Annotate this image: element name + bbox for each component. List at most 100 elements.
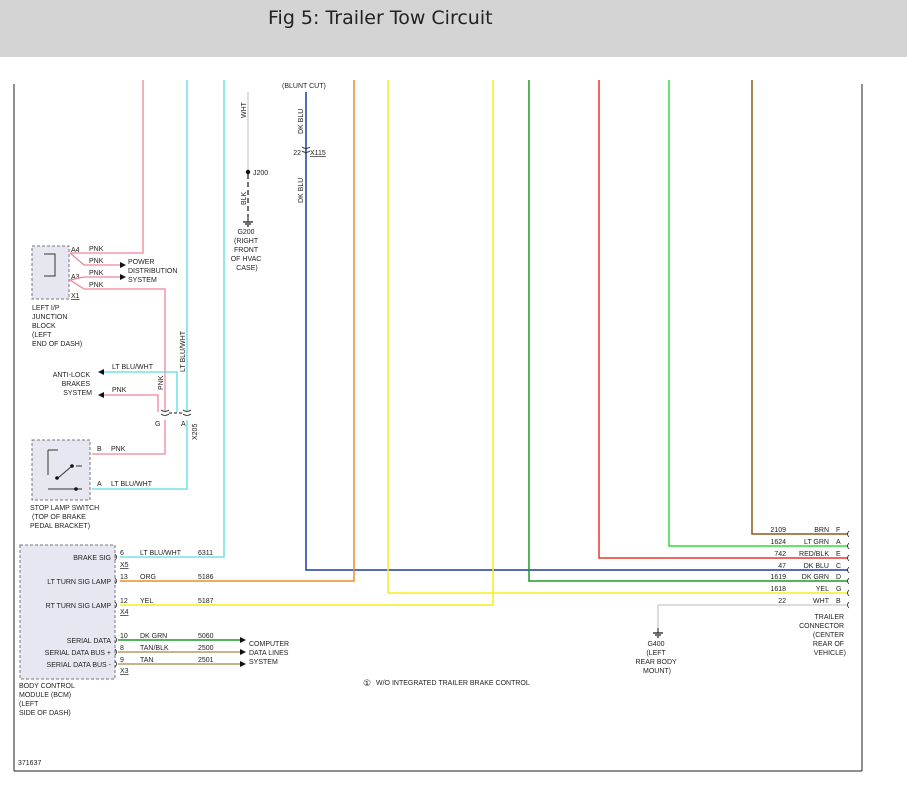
figure-id: 371637 <box>18 760 41 767</box>
trailer-circuit: 1619 <box>770 574 786 581</box>
bcm-signal-label: BRAKE SIG <box>73 555 111 562</box>
footnote-text: W/O INTEGRATED TRAILER BRAKE CONTROL <box>376 680 530 687</box>
pin-g: G <box>155 421 160 428</box>
wire-red-blk <box>598 80 848 559</box>
trailer-pin: C <box>836 563 841 570</box>
arrow-pds-2 <box>120 274 126 280</box>
pin-a4: A4 <box>71 247 80 254</box>
trailer-wire-color: BRN <box>814 527 829 534</box>
wire-yel-left <box>387 80 848 594</box>
switch-internal <box>47 449 82 490</box>
bcm-circuit: 2501 <box>198 657 214 664</box>
label-x115-pin: 22 <box>293 150 301 157</box>
pin-a3: A3 <box>71 274 80 281</box>
junction-block-internal <box>44 253 56 277</box>
trailer-pin: B <box>836 598 841 605</box>
trailer-wire-color: LT GRN <box>804 539 829 546</box>
bcm-pin-connector <box>114 553 117 561</box>
stop-lamp-switch <box>31 439 91 501</box>
bcm-signal-label: SERIAL DATA BUS + <box>45 650 111 657</box>
arrow-abs-1 <box>98 369 104 375</box>
wire-pnk-a3-down <box>69 279 166 412</box>
bcm-circuit: 5187 <box>198 598 214 605</box>
label-wht: WHT <box>241 101 248 118</box>
connector-x205-g <box>160 409 170 416</box>
wire-pnk-abs <box>104 394 159 412</box>
trailer-wire-color: DK GRN <box>802 574 829 581</box>
label-blk: BLK <box>241 191 248 205</box>
pin-b-stop: B <box>97 446 102 453</box>
trailer-pin-connector <box>847 601 850 609</box>
junction-block <box>31 245 70 300</box>
bcm-pin: 6 <box>120 550 124 557</box>
trailer-pin: G <box>836 586 841 593</box>
label-blunt-cut: (BLUNT CUT) <box>282 83 326 90</box>
bcm-circuit: 2500 <box>198 645 214 652</box>
wire-ltbluwht-stop-a <box>92 420 188 490</box>
header-bar <box>0 0 907 57</box>
wire-pnk-a4-up <box>70 80 144 254</box>
wire-wht-g400 <box>657 604 848 628</box>
bcm-wire-color: YEL <box>140 598 153 605</box>
label-vert-pnk: PNK <box>158 375 165 390</box>
bcm-pin-connector <box>114 577 117 585</box>
trailer-wire-color: RED/BLK <box>799 551 829 558</box>
arrow-abs-2 <box>98 392 104 398</box>
splice-j200 <box>245 169 251 175</box>
label-stop-lamp: STOP LAMP SWITCH (TOP OF BRAKE PEDAL BRA… <box>30 505 101 530</box>
trailer-pin: F <box>836 527 840 534</box>
bcm-circuit: 6311 <box>198 550 213 557</box>
abs-wire-2: PNK <box>112 387 127 394</box>
label-power-distribution: POWER DISTRIBUTION SYSTEM <box>128 259 179 284</box>
jb-wire-pnk-2: PNK <box>89 258 104 265</box>
wire-yel-right <box>120 80 494 606</box>
label-computer-data: COMPUTER DATA LINES SYSTEM <box>249 641 291 666</box>
trailer-pin-connector <box>847 589 850 597</box>
label-j200: J200 <box>253 170 268 177</box>
bcm-conn-x5: X5 <box>120 562 129 569</box>
bcm-signal-label: SERIAL DATA BUS - <box>47 662 112 669</box>
bcm-circuit: 5186 <box>198 574 214 581</box>
label-trailer-connector: TRAILER CONNECTOR (CENTER REAR OF VEHICL… <box>799 614 846 657</box>
label-x115: X115 <box>310 150 326 157</box>
page-title: Fig 5: Trailer Tow Circuit <box>268 7 493 29</box>
wire-lt-blu-wht-6311 <box>120 80 225 558</box>
bcm-box <box>19 544 116 680</box>
trailer-pin-connector <box>847 577 850 585</box>
trailer-pin: D <box>836 574 841 581</box>
stop-wire-b: PNK <box>111 446 126 453</box>
bcm-pin-connector <box>114 636 117 644</box>
bcm-circuit: 5060 <box>198 633 214 640</box>
bcm-signal-label: LT TURN SIG LAMP <box>47 579 111 586</box>
jb-wire-pnk-3: PNK <box>89 270 104 277</box>
bcm-pin: 10 <box>120 633 128 640</box>
trailer-pin-connector <box>847 530 850 538</box>
pin-a-x205: A <box>181 421 186 428</box>
bcm-wire-color: TAN/BLK <box>140 645 169 652</box>
footnote-mark: ① <box>363 679 371 689</box>
connector-x115 <box>301 146 311 153</box>
bcm-wire-color: ORG <box>140 574 156 581</box>
bcm-signal-label: RT TURN SIG LAMP <box>46 603 112 610</box>
wire-org <box>120 80 355 582</box>
pin-a-stop: A <box>97 481 102 488</box>
trailer-pin: E <box>836 551 841 558</box>
bcm-wire-color: DK GRN <box>140 633 167 640</box>
arrow-pds-1 <box>120 262 126 268</box>
wire-pnk-stop-b <box>92 420 166 455</box>
bcm-conn-x3: X3 <box>120 668 129 675</box>
connector-x205-a <box>182 409 192 416</box>
trailer-pin: A <box>836 539 841 546</box>
label-g200: G200 (RIGHT FRONT OF HVAC CASE) <box>231 229 264 272</box>
label-abs: ANTI-LOCK BRAKES SYSTEM <box>53 372 92 397</box>
wire-lt-grn <box>668 80 848 547</box>
abs-wire-1: LT BLU/WHT <box>112 364 154 371</box>
wire-dk-blu <box>305 92 848 571</box>
trailer-circuit: 742 <box>774 551 786 558</box>
label-junction-block: LEFT I/P JUNCTION BLOCK (LEFT END OF DAS… <box>32 305 82 348</box>
label-x205: X205 <box>192 424 199 440</box>
trailer-pin-connector <box>847 542 850 550</box>
